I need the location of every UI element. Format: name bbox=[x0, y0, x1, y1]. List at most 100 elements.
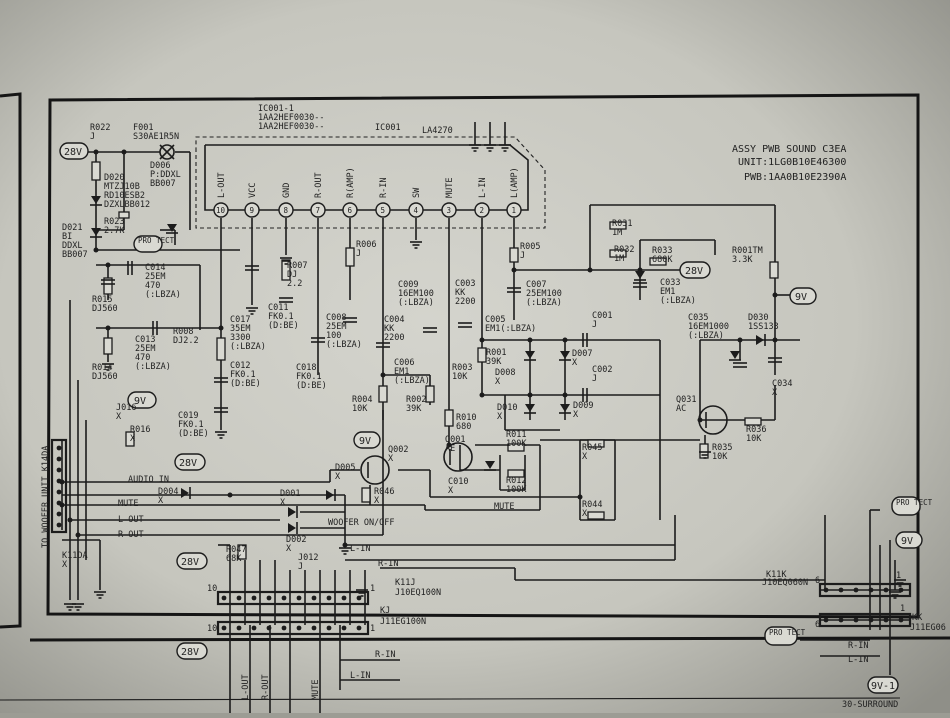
ground-symbol bbox=[410, 241, 422, 249]
label-c004: 2200 bbox=[384, 333, 404, 343]
label-d021: DDXL bbox=[62, 241, 82, 251]
label-r007: 2.2 bbox=[287, 279, 302, 289]
junction-dot bbox=[67, 517, 73, 523]
kj-pin-dot bbox=[281, 625, 287, 631]
ic-pin-number: 7 bbox=[316, 206, 321, 215]
k11k-ref: K11K bbox=[766, 570, 787, 580]
net-l-in-right: L-IN bbox=[848, 655, 868, 665]
q001-symbol bbox=[443, 442, 473, 472]
label-c018: (D:BE) bbox=[296, 381, 327, 391]
label-c014: 25EM bbox=[145, 272, 165, 282]
supply-tags: 28V PRO TECT 28V 9V 9V 28V 9V 28V 28V PR… bbox=[59, 142, 933, 694]
tag-28v-right: 28V bbox=[685, 266, 703, 277]
ground-symbol bbox=[484, 144, 496, 152]
title-unit: UNIT:1LG0B10E46300 bbox=[738, 157, 846, 168]
label-d030: 1SS133 bbox=[748, 322, 779, 332]
ground-symbol bbox=[499, 144, 511, 152]
capacitor-symbol bbox=[214, 377, 228, 383]
label-c012: (D:BE) bbox=[230, 379, 261, 389]
ic-pin-6 bbox=[342, 202, 358, 218]
label-r047: R047 bbox=[226, 545, 246, 555]
label-r023: 2.7K bbox=[104, 226, 125, 236]
ic-pin-name: R-IN bbox=[379, 178, 389, 198]
diode-symbol bbox=[524, 351, 536, 361]
kk-pin-dot bbox=[883, 617, 889, 623]
ground-symbol bbox=[215, 431, 227, 439]
label-c009: 16EM100 bbox=[398, 289, 434, 299]
label-c035: 16EM1000 bbox=[688, 322, 729, 332]
kk-pin-dot bbox=[838, 617, 844, 623]
label-r022: R022 bbox=[90, 123, 110, 133]
capacitor-symbol bbox=[279, 297, 293, 303]
diode-symbol bbox=[90, 196, 102, 206]
junction-dot bbox=[105, 325, 111, 331]
label-r045: X bbox=[582, 452, 588, 462]
label-c008: (:LBZA) bbox=[326, 340, 362, 350]
label-d009: X bbox=[573, 410, 579, 420]
label-r006: J bbox=[356, 249, 361, 259]
label-c010: C010 bbox=[448, 477, 468, 487]
tag-protect-left: PRO TECT bbox=[138, 236, 175, 245]
fuse-ref: F001 bbox=[133, 123, 153, 133]
capacitors bbox=[101, 261, 782, 413]
label-d004: D004 bbox=[158, 487, 178, 497]
label-c017: 35EM bbox=[230, 324, 250, 334]
label-r012: 100K bbox=[506, 485, 527, 495]
label-c011: (D:BE) bbox=[268, 321, 299, 331]
label-r036: R036 bbox=[746, 425, 766, 435]
label-r033: R033 bbox=[652, 246, 672, 256]
label-c007: C007 bbox=[526, 280, 546, 290]
resistor-symbol bbox=[587, 511, 605, 520]
label-r031: R031 bbox=[612, 219, 632, 229]
label-q031: AC bbox=[676, 404, 686, 414]
net-r-in-right: R-IN bbox=[848, 641, 868, 651]
resistor-symbol bbox=[103, 337, 113, 355]
label-k11da: X bbox=[62, 560, 68, 570]
label-c002: J bbox=[592, 374, 597, 384]
ic-pin-name: SW bbox=[412, 187, 422, 198]
label-r010: R010 bbox=[456, 413, 476, 423]
label-c013: 470 bbox=[135, 353, 150, 363]
label-c033: (:LBZA) bbox=[660, 296, 696, 306]
ic-pin-number: 3 bbox=[447, 206, 452, 215]
diode-symbol bbox=[524, 404, 536, 414]
label-r004: R004 bbox=[352, 395, 372, 405]
label-r047: 68K bbox=[226, 554, 242, 564]
label-c001: J bbox=[592, 320, 597, 330]
ic-pin-8 bbox=[278, 202, 294, 218]
junction-dot bbox=[105, 262, 111, 268]
label-r010: 680 bbox=[456, 422, 471, 432]
k11j-pin-dot bbox=[341, 595, 347, 601]
resistor-symbol bbox=[237, 544, 247, 560]
label-r015: DJ560 bbox=[92, 304, 118, 314]
label-r003: R003 bbox=[452, 363, 472, 373]
component-labels: R022JD006P:DDXLBB007D020MTZJ10BRD10ESB2D… bbox=[62, 123, 792, 572]
label-d006: P:DDXL bbox=[150, 170, 181, 180]
k11k-pin-dot bbox=[883, 587, 889, 593]
k11j-pin-dot bbox=[236, 595, 242, 601]
label-r007: R007 bbox=[287, 261, 307, 271]
label-r001tm: R001TM bbox=[732, 246, 763, 256]
ground-symbol bbox=[102, 363, 114, 371]
k14da-pin-dot bbox=[56, 456, 62, 462]
junction-dot bbox=[446, 442, 452, 448]
resistor-symbol bbox=[744, 417, 762, 426]
label-c033: EM1 bbox=[660, 287, 675, 297]
label-d005: X bbox=[335, 472, 341, 482]
kj-pin-dot bbox=[356, 625, 362, 631]
label-r003: 10K bbox=[452, 372, 468, 382]
junction-dot bbox=[772, 292, 778, 298]
label-c011: C011 bbox=[268, 303, 288, 313]
net-r-in: R-IN bbox=[378, 559, 398, 569]
label-c017: (:LBZA) bbox=[230, 342, 266, 352]
k11j-pin-dot bbox=[221, 595, 227, 601]
k11k-pin-dot bbox=[823, 587, 829, 593]
junction-dot bbox=[527, 337, 533, 343]
label-d020: DZXLBB012 bbox=[104, 200, 150, 210]
ic-pin-number: 5 bbox=[381, 206, 386, 215]
label-q001: Q001 bbox=[445, 435, 465, 445]
connector-k11k bbox=[818, 582, 912, 598]
capacitor-symbol bbox=[101, 279, 115, 285]
resistor-symbol bbox=[91, 161, 101, 181]
